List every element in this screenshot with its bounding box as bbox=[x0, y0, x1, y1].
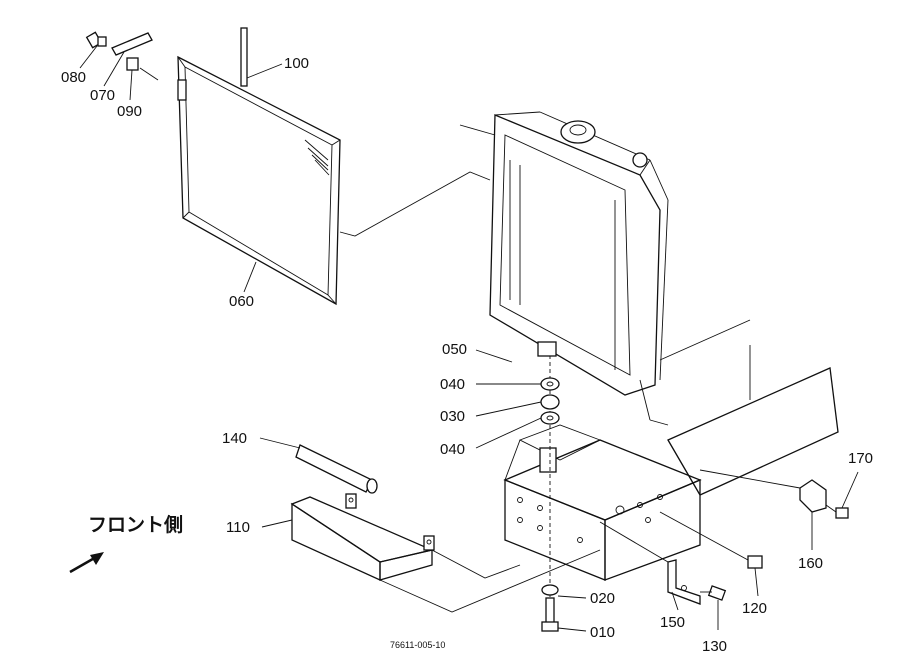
bracket-150 bbox=[599, 521, 701, 605]
label-100: 100 bbox=[284, 55, 309, 72]
label-010: 010 bbox=[590, 624, 615, 641]
label-060: 060 bbox=[229, 293, 254, 310]
drawing-code: 76611-005-10 bbox=[390, 640, 445, 650]
frame-plate bbox=[667, 345, 839, 496]
collar-050 bbox=[537, 341, 557, 357]
label-020: 020 bbox=[590, 590, 615, 607]
bolt-010 bbox=[541, 597, 559, 632]
bolt-120 bbox=[659, 511, 763, 569]
leader-cover-bracket-b bbox=[379, 549, 601, 613]
mount-stack bbox=[537, 341, 560, 600]
cover-110 bbox=[290, 493, 435, 582]
washer-020 bbox=[541, 584, 559, 596]
label-110: 110 bbox=[226, 519, 250, 536]
label-050: 050 bbox=[442, 341, 467, 358]
front-support-bracket bbox=[503, 424, 702, 581]
washer-040b bbox=[540, 411, 560, 425]
label-040-lower: 040 bbox=[440, 441, 465, 458]
clamp-160 bbox=[699, 469, 827, 513]
radiator bbox=[459, 111, 751, 426]
bolt-080 bbox=[85, 31, 107, 49]
screen-net-060 bbox=[177, 55, 341, 306]
label-070: 070 bbox=[90, 87, 115, 104]
front-side-label: フロント側 bbox=[88, 514, 183, 536]
strap-100 bbox=[240, 27, 248, 87]
label-130: 130 bbox=[702, 638, 727, 655]
rod-140 bbox=[295, 444, 378, 494]
washer-040a bbox=[540, 377, 560, 391]
bolt-170 bbox=[825, 504, 849, 519]
label-150: 150 bbox=[660, 614, 685, 631]
label-040-upper: 040 bbox=[440, 376, 465, 393]
front-arrow-icon bbox=[69, 552, 104, 574]
leaders bbox=[79, 45, 859, 632]
label-170: 170 bbox=[848, 450, 873, 467]
cushion-030 bbox=[540, 394, 560, 410]
label-090: 090 bbox=[117, 103, 142, 120]
label-030: 030 bbox=[440, 408, 465, 425]
bolt-130 bbox=[700, 585, 727, 601]
plate-070 bbox=[111, 32, 153, 56]
leader-cover-bracket-a bbox=[431, 549, 521, 579]
nut-090 bbox=[126, 57, 159, 81]
leader-screen-radiator bbox=[339, 171, 491, 237]
label-120: 120 bbox=[742, 600, 767, 617]
label-160: 160 bbox=[798, 555, 823, 572]
label-140: 140 bbox=[222, 430, 247, 447]
label-080: 080 bbox=[61, 69, 86, 86]
